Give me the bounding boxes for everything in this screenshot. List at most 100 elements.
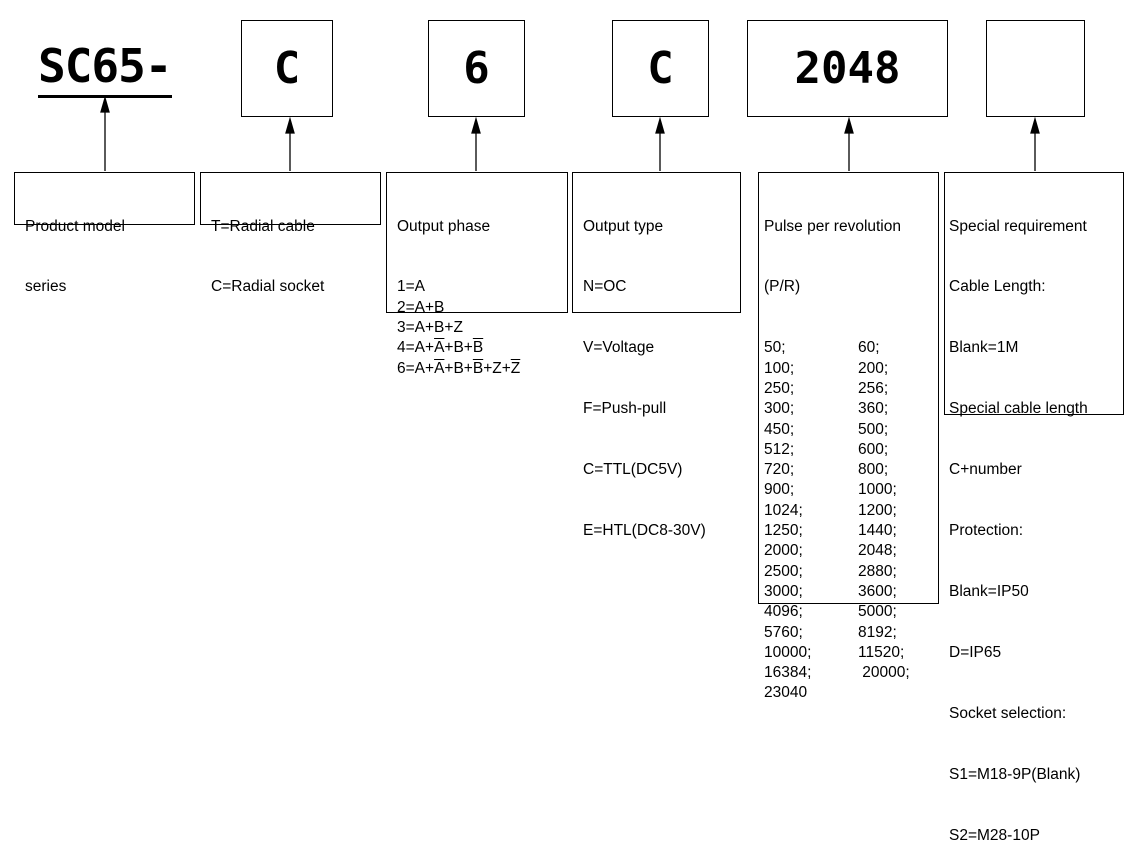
special-line: Special cable length — [949, 400, 1088, 418]
special-line: Socket selection: — [949, 704, 1067, 722]
code-box-connection: C — [241, 20, 333, 117]
code-box-special — [986, 20, 1085, 117]
ppr-row: 5760; 8192; — [764, 623, 938, 643]
ppr-desc-box: Pulse per revolution (P/R) 50;60;100;200… — [758, 172, 939, 701]
ppr-value: 1440; — [858, 522, 897, 540]
output-type-line: F=Push-pull — [583, 400, 667, 418]
ppr-value: 5000; — [858, 603, 897, 621]
ppr-value: 2500; — [764, 562, 803, 580]
output-type-line: N=OC — [583, 278, 627, 296]
phase-option-text: 4=A+ — [397, 339, 435, 357]
phase-option: 3=A+B+Z — [397, 318, 567, 338]
phase-option-text: 2=A+B — [397, 298, 445, 316]
phase-option-inverted-signal: Z — [510, 359, 521, 377]
ppr-value: 256; — [858, 379, 889, 397]
ppr-value: 60; — [858, 339, 880, 357]
ppr-value: 3600; — [858, 582, 897, 600]
ppr-value: 16384; — [764, 664, 812, 682]
product-desc-line: Product model — [25, 217, 125, 235]
ppr-row: 512; 600; — [764, 440, 938, 460]
phase-option-text: +B+ — [444, 359, 473, 377]
ppr-row: 16384; 20000; — [764, 663, 938, 683]
ppr-value: 500; — [858, 420, 889, 438]
ppr-value: 8192; — [858, 623, 897, 641]
ppr-value: 2880; — [858, 562, 897, 580]
special-line: Blank=IP50 — [949, 582, 1029, 600]
ppr-value: 2000; — [764, 542, 803, 560]
ppr-value: 300; — [764, 400, 795, 418]
code-box-phase: 6 — [428, 20, 525, 117]
ppr-row: 720; 800; — [764, 460, 938, 480]
ppr-row: 1250; 1440; — [764, 521, 938, 541]
special-line: S1=M18-9P(Blank) — [949, 765, 1081, 783]
ppr-row: 450; 500; — [764, 420, 938, 440]
product-desc-line: series — [25, 278, 67, 296]
ppr-row: 2000; 2048; — [764, 541, 938, 561]
ppr-value: 450; — [764, 420, 795, 438]
product-desc-box: Product model series — [14, 172, 195, 295]
ppr-value: 512; — [764, 440, 795, 458]
phase-option-text: +Z+ — [483, 359, 511, 377]
ppr-value: 3000; — [764, 582, 803, 600]
phase-option-inverted-signal: B — [472, 339, 484, 357]
output-type-line: C=TTL(DC5V) — [583, 461, 683, 479]
special-line: Protection: — [949, 522, 1024, 540]
ppr-value: 23040 — [764, 684, 808, 702]
special-line: D=IP65 — [949, 643, 1002, 661]
code-box-ppr: 2048 — [747, 20, 948, 117]
ppr-value: 250; — [764, 379, 795, 397]
ppr-value: 600; — [858, 440, 889, 458]
ppr-row: 23040 — [764, 683, 938, 703]
ppr-row: 1024; 1200; — [764, 501, 938, 521]
phase-option-text: 3=A+B+Z — [397, 319, 463, 337]
ppr-row: 900; 1000; — [764, 480, 938, 500]
ppr-row: 2500; 2880; — [764, 562, 938, 582]
output-type-desc-box: Output type N=OC V=Voltage F=Push-pull C… — [572, 172, 741, 539]
phase-option: 2=A+B — [397, 298, 567, 318]
ppr-value: 5760; — [764, 623, 803, 641]
ppr-value: 900; — [764, 481, 795, 499]
connection-desc-box: T=Radial cable C=Radial socket — [200, 172, 381, 295]
ppr-value: 4096; — [764, 603, 803, 621]
model-prefix: SC65- — [38, 39, 172, 93]
ppr-value: 1000; — [858, 481, 897, 499]
ppr-row: 4096; 5000; — [764, 602, 938, 622]
special-line: Blank=1M — [949, 339, 1019, 357]
ppr-unit: (P/R) — [764, 278, 801, 296]
ppr-value: 720; — [764, 461, 795, 479]
ppr-values: 50;60;100;200;250;256;300;360;450;500;51… — [764, 338, 938, 703]
special-desc-box: Special requirement Cable Length: Blank=… — [944, 172, 1124, 844]
ppr-row: 100;200; — [764, 359, 938, 379]
connection-desc-line: C=Radial socket — [211, 278, 325, 296]
ppr-value: 1250; — [764, 522, 803, 540]
ppr-value: 1024; — [764, 501, 803, 519]
special-line: C+number — [949, 461, 1022, 479]
connection-desc-line: T=Radial cable — [211, 217, 315, 235]
output-type-line: Output type — [583, 217, 664, 235]
ppr-value: 100; — [764, 359, 795, 377]
ppr-row: 3000; 3600; — [764, 582, 938, 602]
ppr-value: 10000; — [764, 643, 812, 661]
phase-option: 4=A+A+B+B — [397, 338, 567, 358]
ppr-row: 250; 256; — [764, 379, 938, 399]
phase-option-text: 6=A+ — [397, 359, 435, 377]
code-box-output-type: C — [612, 20, 709, 117]
ppr-value: 800; — [858, 461, 889, 479]
phase-option: 1=A — [397, 277, 567, 297]
ppr-row: 50;60; — [764, 338, 938, 358]
phase-option-inverted-signal: B — [472, 359, 484, 377]
output-type-line: V=Voltage — [583, 339, 655, 357]
output-type-line: E=HTL(DC8-30V) — [583, 522, 706, 540]
phase-option-inverted-signal: A — [434, 359, 445, 377]
phase-option-text: +B+ — [444, 339, 473, 357]
ppr-value: 1200; — [858, 501, 897, 519]
ppr-value: 11520; — [858, 643, 905, 661]
phase-option: 6=A+A+B+B+Z+Z — [397, 359, 567, 379]
arrow-connectors — [100, 95, 1040, 171]
ppr-value: 20000; — [858, 664, 910, 682]
ppr-title: Pulse per revolution — [764, 217, 901, 235]
ppr-row: 10000; 11520; — [764, 643, 938, 663]
ppr-value: 2048; — [858, 542, 897, 560]
